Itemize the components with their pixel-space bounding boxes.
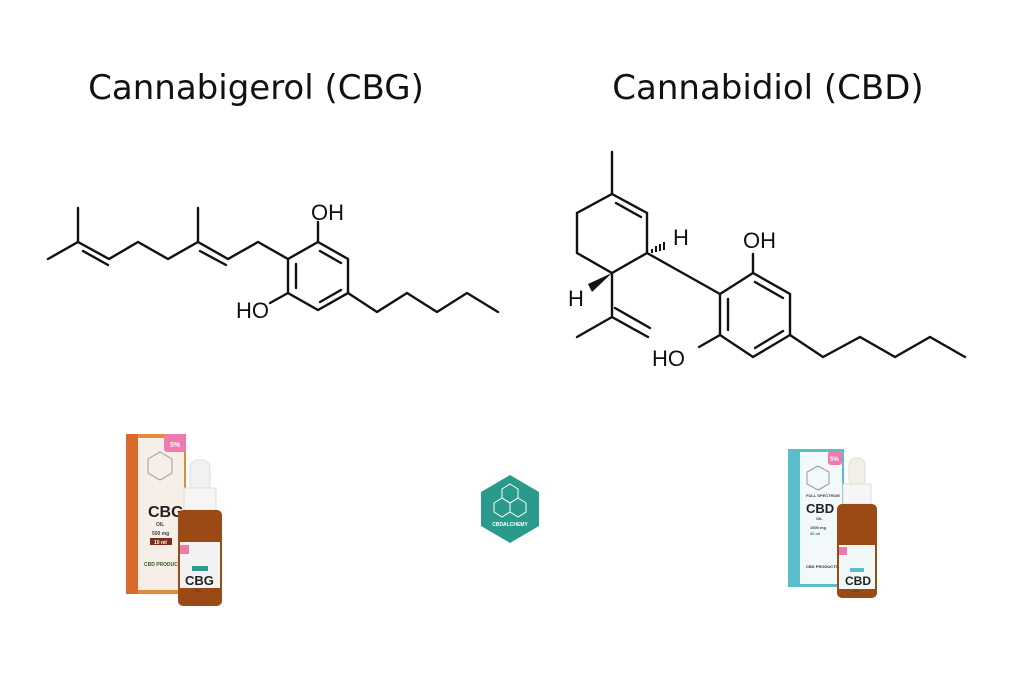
wedge-bond (588, 273, 612, 292)
svg-text:OIL: OIL (816, 516, 823, 521)
svg-text:CBD PRODUCTS: CBD PRODUCTS (806, 564, 839, 569)
logo-text: CBDALCHEMY (492, 522, 528, 528)
svg-text:OIL: OIL (853, 588, 860, 593)
svg-text:10 ml: 10 ml (154, 540, 167, 546)
cbg-structure: OH HO (46, 200, 500, 323)
cbg-ho-bottom-label: HO (236, 298, 269, 323)
svg-text:CBG: CBG (185, 573, 214, 588)
cbg-title: Cannabigerol (CBG) (88, 68, 424, 108)
svg-text:500 mg: 500 mg (152, 531, 169, 537)
hashed-bond (651, 242, 665, 253)
cbd-alchemy-logo: CBDALCHEMY (481, 475, 539, 543)
cbd-oh-top-label: OH (743, 228, 776, 253)
svg-text:OIL: OIL (156, 522, 164, 528)
svg-text:OIL: OIL (195, 588, 202, 593)
cbd-ho-bottom-label: HO (652, 346, 685, 371)
cbg-product-image: 5% CBG OIL 500 mg 10 ml CBD PRODUCTS CBG… (126, 434, 222, 606)
svg-text:1500 mg: 1500 mg (810, 525, 827, 530)
cbd-product-image: 5% FULL SPECTRUM CBD OIL 1500 mg 30 ml C… (788, 449, 877, 598)
svg-text:CBG: CBG (148, 504, 184, 521)
svg-text:FULL SPECTRUM: FULL SPECTRUM (806, 493, 840, 498)
svg-text:5%: 5% (830, 457, 839, 463)
svg-text:CBD PRODUCTS: CBD PRODUCTS (144, 562, 185, 568)
cbd-h-upper-label: H (673, 225, 689, 250)
cbg-oh-top-label: OH (311, 200, 344, 225)
cbd-structure: H H OH HO (568, 150, 967, 371)
svg-text:CBD: CBD (845, 574, 871, 588)
svg-text:CBD: CBD (806, 501, 834, 516)
svg-text:5%: 5% (170, 442, 181, 449)
cbd-h-lower-label: H (568, 286, 584, 311)
svg-text:30 ml: 30 ml (810, 531, 820, 536)
cbd-title: Cannabidiol (CBD) (612, 68, 924, 108)
